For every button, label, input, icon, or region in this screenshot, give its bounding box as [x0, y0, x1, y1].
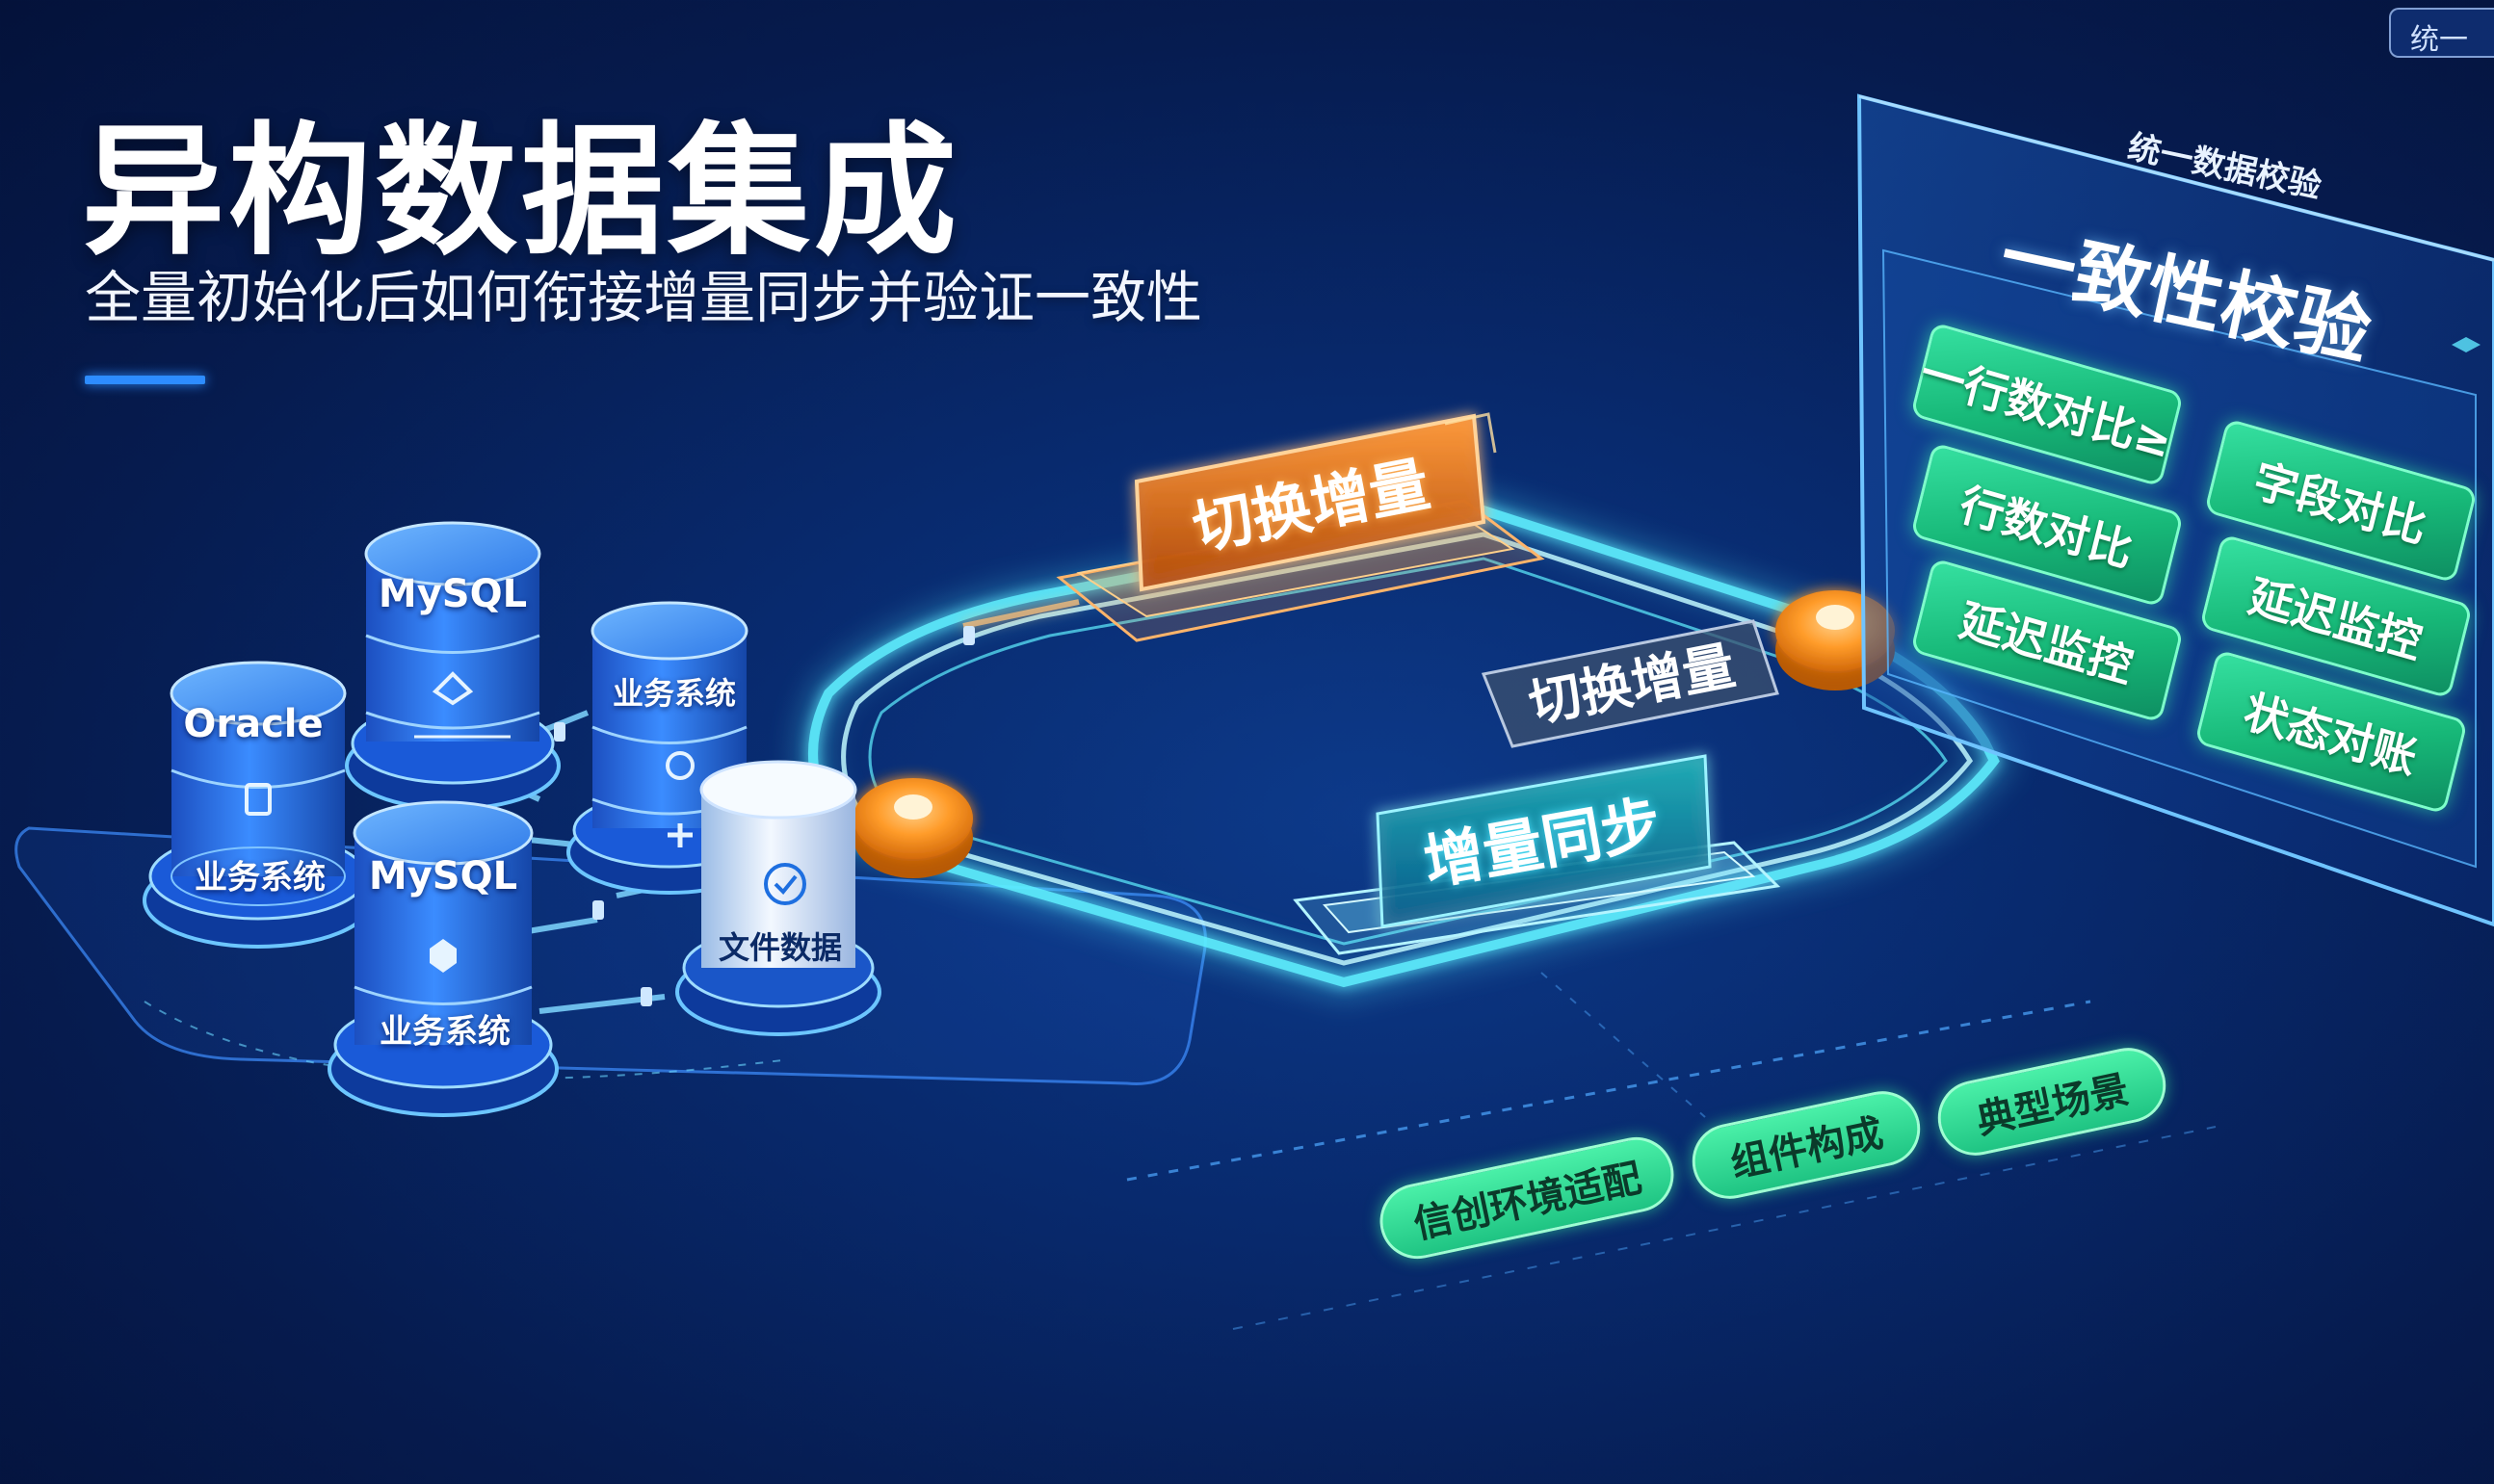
mysql-bottom-db-caption: 业务系统	[380, 1012, 511, 1052]
pipe-clamps	[554, 626, 975, 1006]
oracle-db-name: Oracle	[183, 702, 324, 746]
corner-badge: 统一	[2389, 8, 2494, 58]
db-mysql-top	[345, 521, 561, 811]
floor-dash-line-2	[1232, 1126, 2217, 1330]
db-file-data	[675, 760, 881, 1036]
floor-dash-line	[1126, 1000, 2091, 1182]
incremental-sync-block	[1293, 754, 1781, 955]
title-underline	[85, 376, 205, 384]
switch-incremental-right-block	[1481, 619, 1779, 748]
db-oracle	[143, 661, 374, 949]
file-data-db-caption: 文件数据	[718, 929, 843, 966]
switch-incremental-top-block	[1056, 412, 1545, 642]
mysql-bottom-db-name: MySQL	[368, 854, 518, 898]
floor-grid-line	[1540, 972, 1706, 1118]
junction-knob-left	[853, 778, 973, 878]
oracle-db-caption: 业务系统	[195, 858, 326, 898]
db-mysql-bottom	[328, 800, 559, 1117]
page-subtitle: 全量初始化后如何衔接增量同步并验证一致性	[85, 265, 1203, 330]
page-title: 异构数据集成	[82, 109, 960, 274]
mysql-top-db-name: MySQL	[378, 572, 528, 616]
business-system-db-caption: 业务系统	[612, 675, 737, 712]
